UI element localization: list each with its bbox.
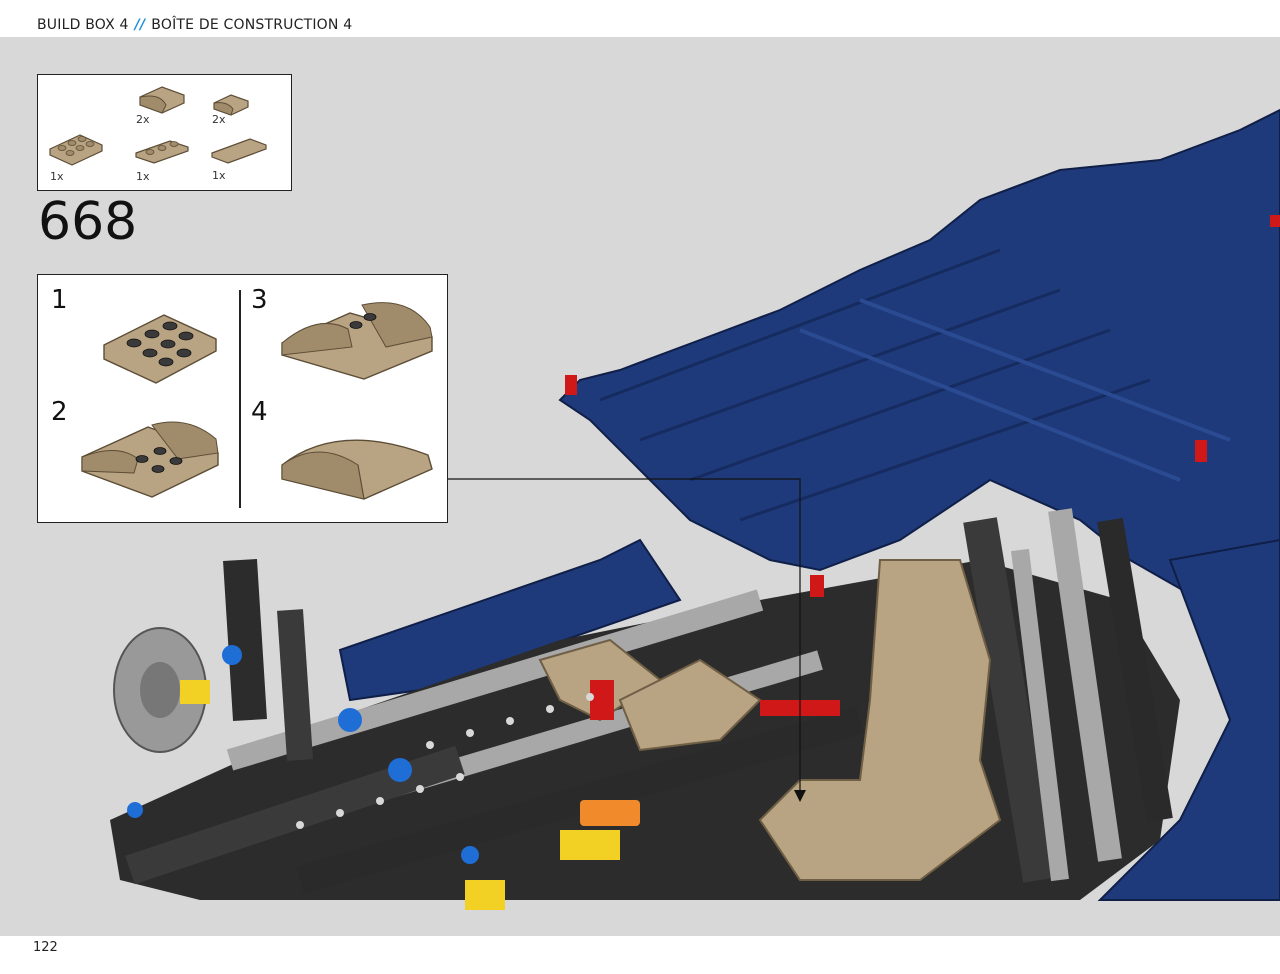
page-header: BUILD BOX 4 // BOÎTE DE CONSTRUCTION 4 [0, 0, 1280, 37]
part-tile-1x4-icon [211, 138, 267, 164]
substep-label: 3 [251, 285, 268, 315]
substep-4-assembly-icon [281, 439, 433, 500]
step-number: 668 [38, 192, 138, 252]
part-quantity: 2x [136, 113, 150, 126]
model-illustration [0, 37, 1280, 936]
substep-label: 4 [251, 397, 268, 427]
part-plate-1x3-icon [135, 140, 189, 164]
header-left-title: BUILD BOX 4 [37, 17, 129, 33]
header-right-title: BOÎTE DE CONSTRUCTION 4 [151, 17, 353, 33]
substep-2-assembly-icon [81, 421, 219, 498]
parts-list-box: 2x 2x 1x 1x 1x [37, 74, 292, 191]
substep-label: 2 [51, 397, 68, 427]
part-quantity: 1x [136, 170, 150, 183]
part-curved-slope-2x2-icon [139, 86, 185, 114]
part-quantity: 2x [212, 113, 226, 126]
part-plate-2x3-icon [49, 134, 103, 166]
substeps-divider [239, 290, 241, 508]
page-number: 122 [33, 940, 58, 955]
substep-label: 1 [51, 285, 68, 315]
technic-car-chassis-illustration [110, 108, 1280, 910]
substeps-box: 1 2 3 4 [37, 274, 448, 523]
substep-3-assembly-icon [281, 302, 433, 380]
page-footer [0, 936, 1280, 974]
part-quantity: 1x [50, 170, 64, 183]
part-curved-slope-1x2-icon [213, 94, 249, 116]
substep-1-plate-icon [103, 314, 217, 384]
header-separator: // [134, 17, 146, 33]
part-quantity: 1x [212, 169, 226, 182]
header-title: BUILD BOX 4 // BOÎTE DE CONSTRUCTION 4 [37, 17, 352, 33]
